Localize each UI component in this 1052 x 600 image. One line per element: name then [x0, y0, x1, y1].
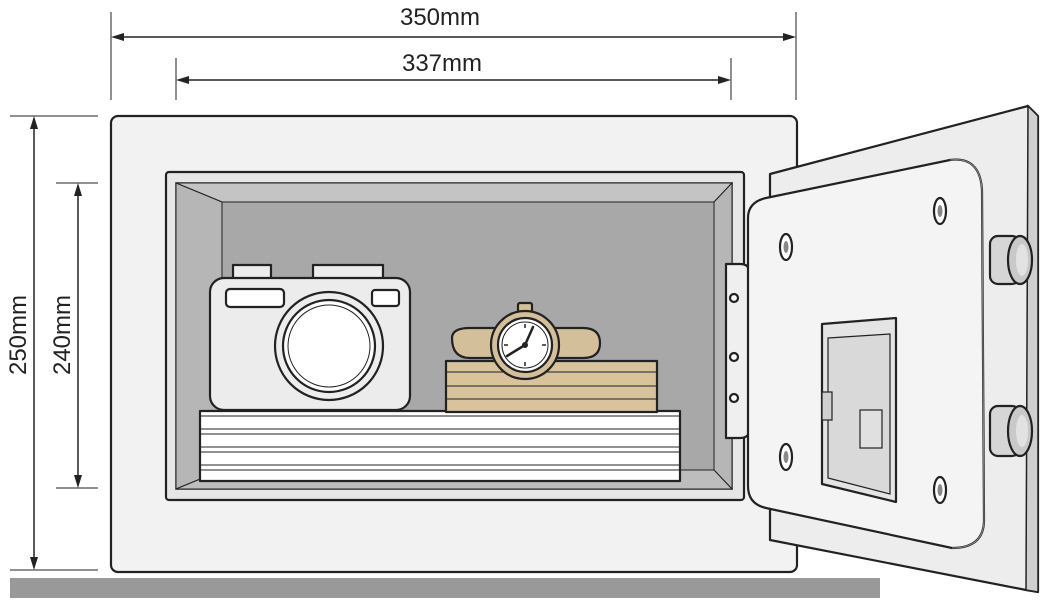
inner-width-label: 337mm: [402, 50, 482, 77]
watch-icon: [450, 301, 602, 381]
door-screws: [778, 196, 948, 505]
floor-strip: [10, 578, 880, 598]
inner-height-label: 240mm: [49, 295, 76, 375]
lock-compartment[interactable]: [820, 316, 898, 504]
dimension-lines: [10, 12, 797, 571]
outer-width-label: 350mm: [400, 4, 480, 31]
outer-height-label: 250mm: [5, 295, 32, 375]
camera-icon: [208, 263, 412, 412]
paper-stack: [198, 409, 682, 483]
wooden-box: [444, 359, 659, 414]
door-bolt-bottom[interactable]: [988, 404, 1034, 458]
door-hinge[interactable]: [724, 262, 752, 440]
door-bolt-top[interactable]: [988, 234, 1034, 286]
